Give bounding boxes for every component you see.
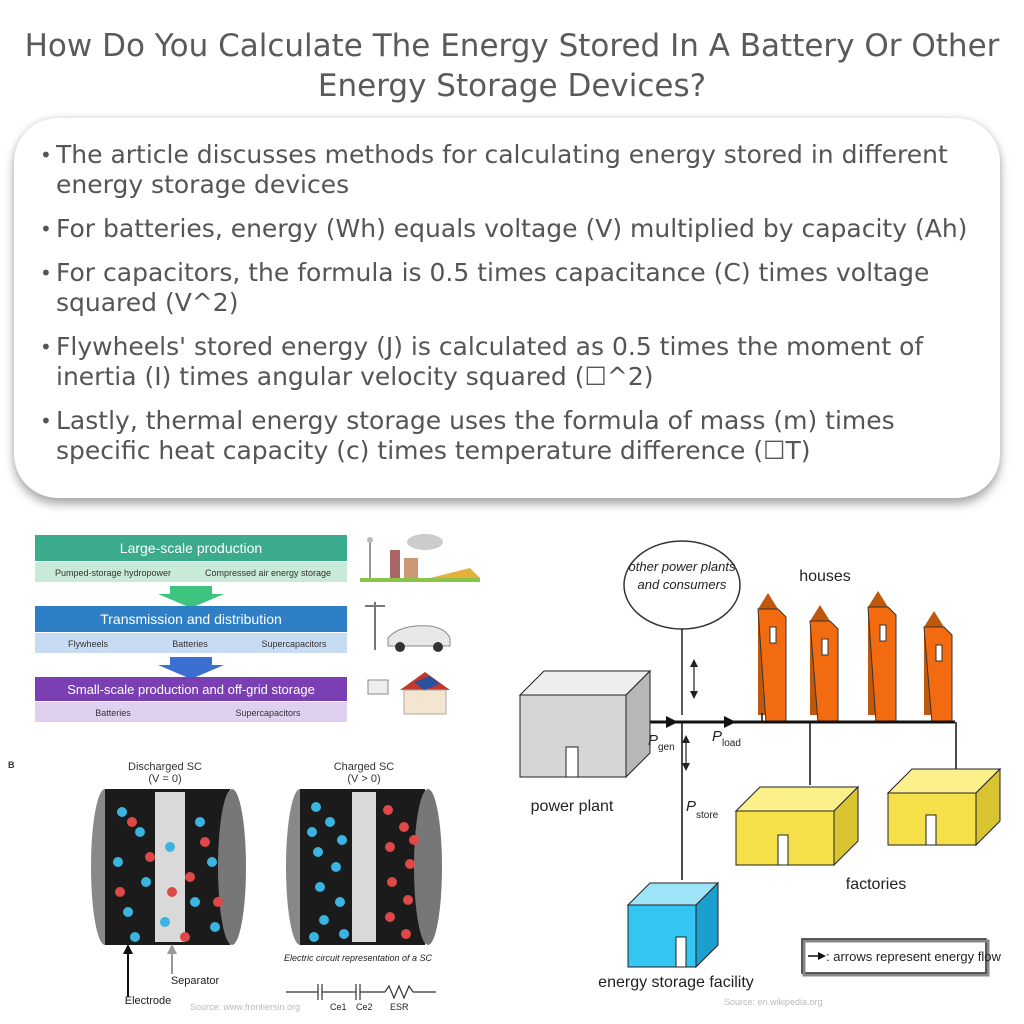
arrow-up-icon [123,944,133,954]
arrow-right-icon [724,716,736,728]
flow-item: Supercapacitors [261,639,327,649]
bubble-line: other power plants [629,559,736,574]
factories-label: factories [846,876,906,893]
arrow-right-icon [666,716,678,728]
storage-flow-diagram: Large-scale production Pumped-storage hy… [35,534,480,722]
panel-letter: B [8,760,15,770]
p-load-subscript: load [722,738,741,749]
discharged-title: Discharged SC [128,761,202,773]
electrode-label: Electrode [125,995,171,1007]
circuit-diagram [286,984,436,1000]
flow-item: Batteries [172,639,208,649]
house-icon [757,593,787,724]
p-load-label: P [712,728,722,745]
stage-transmission-bar [35,606,347,632]
bullet-item: Flywheels' stored energy (J) is calculat… [40,332,980,392]
storage-label: energy storage facility [598,974,754,991]
esr-label: ESR [390,1002,409,1012]
arrow-up-icon [682,735,690,743]
power-generation-icon [360,534,480,582]
arrow-up-icon [690,659,698,667]
p-store-subscript: store [696,810,719,821]
power-line-car-icon [365,602,451,652]
houses-label: houses [799,568,851,585]
charged-subtitle: (V > 0) [347,773,380,785]
flow-item: Supercapacitors [235,708,301,718]
storage-building [626,881,720,969]
c1-label: Ce1 [330,1002,347,1012]
flow-item: Batteries [95,708,131,718]
house-icon [809,605,839,724]
down-arrow-icon [158,657,224,679]
flow-item: Compressed air energy storage [205,568,331,578]
stage-large-scale-items [35,562,347,582]
flow-item: Pumped-storage hydropower [55,568,171,578]
stage-small-scale-items [35,702,347,722]
stage-large-scale-label: Large-scale production [120,540,262,556]
stage-transmission-label: Transmission and distribution [100,611,282,627]
power-plant-building [518,669,652,779]
charged-cell [286,789,442,945]
stage-transmission-items [35,633,347,653]
stage-small-scale-bar [35,677,347,701]
stage-large-scale-bar [35,535,347,561]
house-solar-icon [367,672,450,715]
bullet-item: For capacitors, the formula is 0.5 times… [40,258,980,318]
bubble-line: and consumers [638,577,727,592]
bullet-item: For batteries, energy (Wh) equals voltag… [40,214,980,244]
factory-building [734,785,860,867]
supercapacitor-diagram: B Discharged SC (V = 0) Charged SC (V > … [8,760,442,1012]
legend-text: : arrows represent energy flow [826,949,1001,964]
arrow-right-icon [818,952,826,960]
p-gen-subscript: gen [658,742,675,753]
legend-box: : arrows represent energy flow [801,938,1001,977]
energy-grid-diagram: other power plants and consumers houses … [518,540,1002,1007]
circuit-label: Electric circuit representation of a SC [284,953,433,963]
bullet-item: The article discusses methods for calcul… [40,140,980,200]
power-plant-label: power plant [531,798,614,815]
p-store-label: P [686,798,696,815]
page-title: How Do You Calculate The Energy Stored I… [24,28,1000,104]
c2-label: Ce2 [356,1002,373,1012]
arrow-up-icon [167,944,177,954]
house-icon [867,591,897,724]
stage-small-scale-label: Small-scale production and off-grid stor… [67,682,315,697]
bullet-item: Lastly, thermal energy storage uses the … [40,406,980,466]
discharged-cell [91,789,246,945]
flow-item: Flywheels [68,639,109,649]
source-credit: Source: en.wikipedia.org [724,997,823,1007]
discharged-subtitle: (V = 0) [148,773,181,785]
arrow-down-icon [690,691,698,699]
p-gen-label: P [648,732,658,749]
charged-title: Charged SC [334,761,395,773]
separator-label: Separator [171,975,220,987]
source-credit: Source: www.frontiersin.org [190,1002,300,1012]
house-icon [923,611,953,724]
arrow-down-icon [682,763,690,771]
down-arrow-icon [158,586,224,608]
bullet-list: The article discusses methods for calcul… [40,140,980,480]
factory-building [886,767,1002,847]
